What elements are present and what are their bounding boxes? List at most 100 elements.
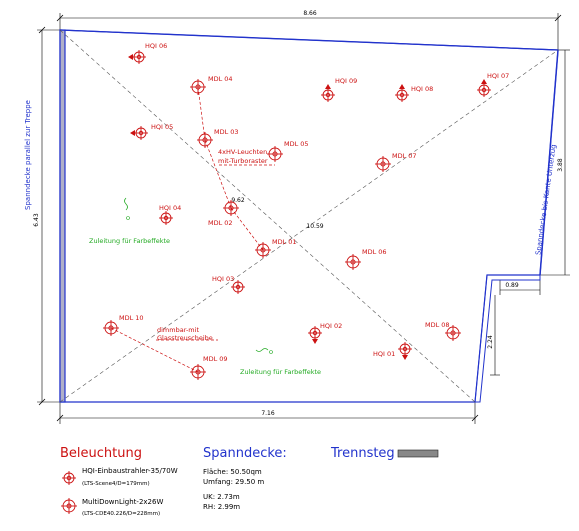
mdl-fixture: MDL 06 (345, 248, 387, 270)
legend-hqi-name: HQI-Einbaustrahler-35/70W (82, 467, 178, 475)
annotation-dimm-line2: Glasstreuscheibe (157, 334, 213, 342)
legend-trennsteg-title: Trennsteg (330, 446, 395, 461)
feed-end-2 (269, 350, 273, 354)
direction-arrow-icon (130, 130, 135, 136)
dim-top: 8.66 (303, 10, 317, 17)
top-wall (59, 29, 559, 51)
hqi-spot-icon (308, 326, 322, 340)
multidownlight-icon (197, 132, 213, 148)
hqi-fixture: HQI 05 (130, 123, 173, 140)
annotation-hv-line1: 4xHV-Leuchten (218, 148, 267, 156)
trennsteg-wall-right (474, 274, 541, 403)
fixture-label: MDL 10 (119, 314, 144, 322)
hqi-fixture: HQI 03 (212, 275, 245, 294)
dimension-ticks (38, 14, 562, 422)
legend-spanndecke-title: Spanndecke: (203, 446, 287, 461)
fixture-label: HQI 09 (335, 77, 357, 85)
hqi-spot-icon (134, 126, 148, 140)
legend-hqi-spec: (LTS-Scene4/D=179mm) (82, 481, 150, 487)
direction-arrow-icon (399, 84, 405, 89)
legend-mdl-symbol (61, 498, 77, 514)
hqi-fixture: HQI 06 (128, 42, 167, 64)
fixture-label: HQI 01 (373, 350, 395, 358)
legend-rh: RH: 2.99m (203, 503, 240, 511)
mdl-fixture: MDL 02 (208, 200, 239, 227)
mdl-fixture: MDL 10 (103, 314, 144, 336)
mdl-fixture: MDL 09 (190, 355, 228, 380)
dim-left: 6.43 (33, 213, 40, 227)
multidownlight-icon (345, 254, 361, 270)
mdl-fixture: MDL 04 (190, 75, 233, 95)
feed-end-1 (126, 216, 130, 220)
fixture-label: HQI 03 (212, 275, 234, 283)
hqi-fixture: HQI 01 (373, 342, 412, 360)
trennsteg-wall-left (59, 29, 66, 403)
fixture-label: HQI 02 (320, 322, 342, 330)
direction-arrow-icon (402, 355, 408, 360)
hqi-fixture: HQI 04 (159, 204, 181, 225)
dim-diag1: 9.62 (231, 197, 245, 204)
direction-arrow-icon (481, 79, 487, 84)
dim-bottom: 7.16 (261, 410, 275, 417)
mdl-fixture: MDL 05 (267, 140, 309, 162)
multidownlight-icon (103, 320, 119, 336)
multidownlight-icon (190, 79, 206, 95)
annotation-feed-1: Zuleitung für Farbeffekte (89, 237, 170, 245)
multidownlight-icon (190, 364, 206, 380)
hqi-spot-icon (132, 50, 146, 64)
fixtures-layer: HQI 06 MDL 04 HQI 09 HQI 08 HQI 07 HQI 05 MDL … (103, 42, 509, 380)
fixture-label: MDL 04 (208, 75, 233, 83)
mdl-fixture: MDL 01 (255, 238, 297, 258)
hqi-fixture: HQI 07 (477, 72, 509, 97)
fixture-label: HQI 08 (411, 85, 433, 93)
fixture-label: MDL 08 (425, 321, 450, 329)
hqi-fixture: HQI 09 (321, 77, 357, 102)
legend-mdl-name: MultiDownLight-2x26W (82, 498, 163, 506)
dim-notch-width: 0.89 (505, 282, 519, 289)
dim-diag2: 10.59 (306, 223, 323, 230)
mdl-fixture: MDL 07 (375, 152, 417, 172)
mdl-fixture: MDL 08 (425, 321, 461, 341)
hqi-spot-icon (231, 280, 245, 294)
multidownlight-icon (375, 156, 391, 172)
hqi-fixture: HQI 02 (308, 322, 342, 344)
legend-umfang: Umfang: 29.50 m (203, 478, 264, 486)
fixture-label: HQI 04 (159, 204, 181, 212)
fixture-label: MDL 03 (214, 128, 239, 136)
mdl-fixture: MDL 03 (197, 128, 239, 148)
fixture-label: HQI 07 (487, 72, 509, 80)
direction-arrow-icon (128, 54, 133, 60)
hqi-spot-icon (477, 83, 491, 97)
hqi-spot-icon (159, 211, 173, 225)
fixture-label: MDL 06 (362, 248, 387, 256)
fixture-label: MDL 01 (272, 238, 297, 246)
annotation-feed-2: Zuleitung für Farbeffekte (240, 368, 321, 376)
fixture-label: MDL 02 (208, 219, 233, 227)
feed-squiggle-2 (255, 348, 269, 352)
fixture-label: MDL 05 (284, 140, 309, 148)
dimension-lines (37, 13, 570, 424)
legend: Beleuchtung HQI-Einbaustrahler-35/70W (L… (60, 446, 439, 517)
side-label-left: Spanndecke parallel zur Treppe (24, 100, 32, 210)
room-outline (59, 29, 559, 403)
annotation-dimm-line1: dimmbar-mit (157, 326, 199, 334)
multidownlight-icon (267, 146, 283, 162)
hqi-spot-icon (321, 88, 335, 102)
annotation-hv-line2: mit-Turboraster (218, 157, 268, 165)
multidownlight-icon (223, 200, 239, 216)
hqi-spot-icon (398, 342, 412, 356)
legend-hqi-symbol (62, 471, 76, 485)
multidownlight-icon (255, 242, 271, 258)
dim-notch-depth: 2.24 (487, 335, 494, 349)
feed-squiggle-1 (124, 197, 128, 211)
diagonals (59, 29, 559, 403)
right-wall (539, 49, 559, 276)
direction-arrow-icon (312, 339, 318, 344)
legend-mdl-spec: (LTS-CDE40.226/D=228mm) (82, 511, 160, 517)
multidownlight-icon (445, 325, 461, 341)
side-label-right: Spanndecke bis Kante Unterzug (534, 144, 557, 256)
legend-trennsteg-swatch (397, 449, 439, 458)
fixture-label: HQI 05 (151, 123, 173, 131)
hqi-fixture: HQI 08 (395, 84, 433, 102)
